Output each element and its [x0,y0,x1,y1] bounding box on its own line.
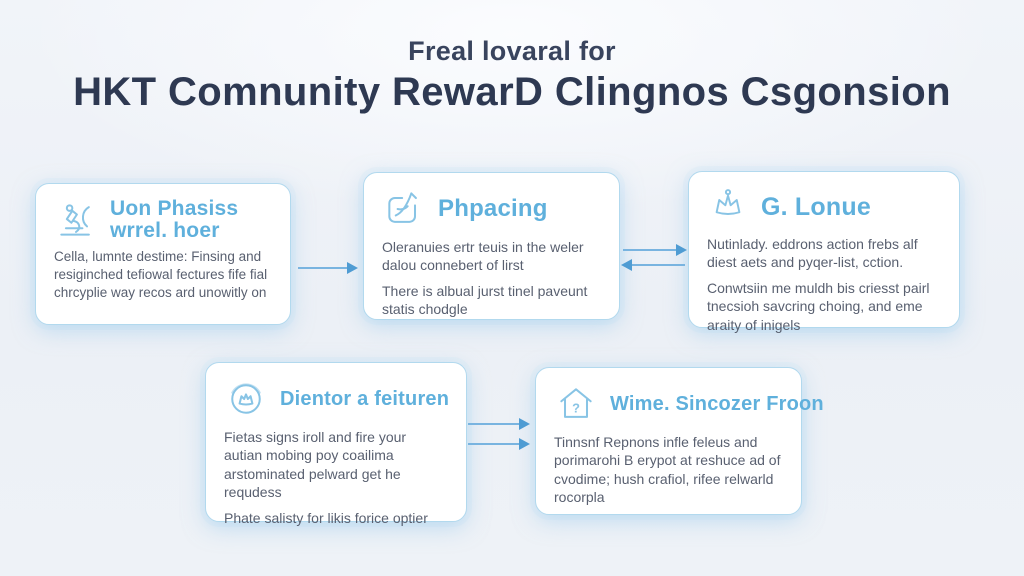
card-header: Uon Phasiss wrrel. hoer [54,197,272,243]
card-paragraph: Cella, lumnte destime: Finsing and resig… [54,249,268,300]
diagram-subtitle: Freal lovaral for [408,36,616,66]
card-header: Phpacing [382,187,601,231]
arrow-card4-to-card5-bottom [468,438,530,450]
card-header: G. Lonue [707,186,941,228]
card-header: Dientor a feituren [224,377,450,421]
card-uon-phasiss: Uon Phasiss wrrel. hoer Cella, lumnte de… [35,183,291,325]
microscope-icon [54,198,98,242]
card-paragraph: Phate salisty for likis forice optier [224,509,428,526]
card-phpacing: Phpacing Oleranuies ertr teuis in the we… [363,172,620,320]
arrow-card3-to-card2 [621,259,685,271]
crown-icon [707,186,749,228]
house-question-icon: ? [554,382,598,426]
card-heading: Dientor a feituren [280,387,450,410]
card-dientor-a-feituren: Dientor a feituren Fietas signs iroll an… [205,362,467,526]
card-paragraph: There is albual jurst tinel paveunt stat… [382,282,588,318]
note-pen-icon [382,187,426,231]
card-paragraph: Nutinlady. eddrons action frebs alf dies… [707,236,918,271]
card-g-lonue: G. Lonue Nutinlady. eddrons action frebs… [688,171,960,333]
svg-text:?: ? [572,400,580,415]
badge-crown-icon [224,377,268,421]
card-heading: Phpacing [438,195,548,223]
card-paragraph: Tinnsnf Repnons infle feleus and porimar… [554,434,781,506]
arrow-card1-to-card2 [298,262,358,274]
arrow-card4-to-card5-top [468,418,530,430]
card-paragraph: Fietas signs iroll and fire your autian … [224,429,407,501]
card-heading: Uon Phasiss wrrel. hoer [110,197,239,243]
card-heading: Wime. Sincozer Froon [610,392,824,415]
card-header: ? Wime. Sincozer Froon [554,382,824,426]
card-paragraph: Oleranuies ertr teuis in the weler dalou… [382,239,584,274]
diagram-title: HKT Comnunity RewarD Clingnos Csgonsion [73,70,951,114]
card-wime-sincozer-froon: ? Wime. Sincozer Froon Tinnsnf Repnons i… [535,367,824,515]
card-heading: G. Lonue [761,192,871,221]
card-paragraph: Conwtsiin me muldh bis criesst pairl tne… [707,279,930,333]
arrow-card2-to-card3 [623,244,687,256]
